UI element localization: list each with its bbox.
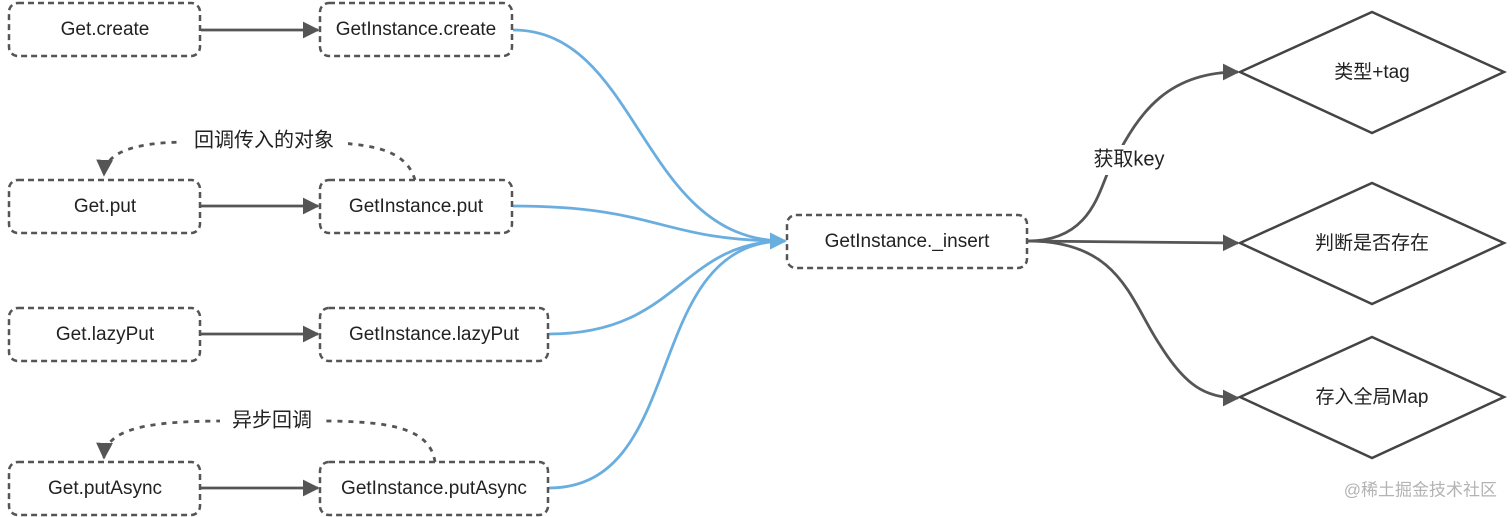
decision-type-tag[interactable]: 类型+tag <box>1236 10 1508 135</box>
node-label: Get.putAsync <box>48 478 162 499</box>
node-label: Get.lazyPut <box>56 324 155 345</box>
node-get-create[interactable]: Get.create <box>7 1 202 58</box>
node-get-lazyput[interactable]: Get.lazyPut <box>7 306 202 363</box>
node-label: Get.create <box>61 19 150 40</box>
decision-label: 存入全局Map <box>1316 386 1429 408</box>
node-label: GetInstance.lazyPut <box>349 324 520 345</box>
node-get-putasync[interactable]: Get.putAsync <box>7 460 202 517</box>
node-get-put[interactable]: Get.put <box>7 178 202 235</box>
node-label: GetInstance._insert <box>825 231 990 252</box>
watermark: @稀土掘金技术社区 <box>1344 480 1497 499</box>
edge-insert-to-store-map <box>1027 239 1240 407</box>
node-label: Get.put <box>74 196 137 217</box>
node-label: GetInstance.putAsync <box>341 478 527 499</box>
decision-check-exists[interactable]: 判断是否存在 <box>1236 181 1508 306</box>
node-instance-put[interactable]: GetInstance.put <box>318 178 514 235</box>
edge-lazyput-to-insert <box>548 232 787 336</box>
decision-label: 判断是否存在 <box>1315 232 1429 254</box>
edge-create-to-insert <box>512 28 787 250</box>
node-instance-lazyput[interactable]: GetInstance.lazyPut <box>318 306 550 363</box>
edge-put-to-insert <box>512 204 787 250</box>
node-label: GetInstance.put <box>349 196 484 217</box>
edge-label-callback-object: 回调传入的对象 <box>194 128 334 151</box>
decision-store-map[interactable]: 存入全局Map <box>1236 335 1508 460</box>
edge-label-async-callback: 异步回调 <box>232 408 312 431</box>
node-instance-putasync[interactable]: GetInstance.putAsync <box>318 460 550 517</box>
decision-label: 类型+tag <box>1334 61 1410 83</box>
edge-putasync-to-insert <box>548 232 787 490</box>
node-instance-create[interactable]: GetInstance.create <box>318 1 514 58</box>
edge-label-get-key: 获取key <box>1093 147 1164 170</box>
node-insert[interactable]: GetInstance._insert <box>785 213 1029 270</box>
edge-insert-to-check-exists <box>1027 234 1240 252</box>
node-label: GetInstance.create <box>336 19 497 40</box>
